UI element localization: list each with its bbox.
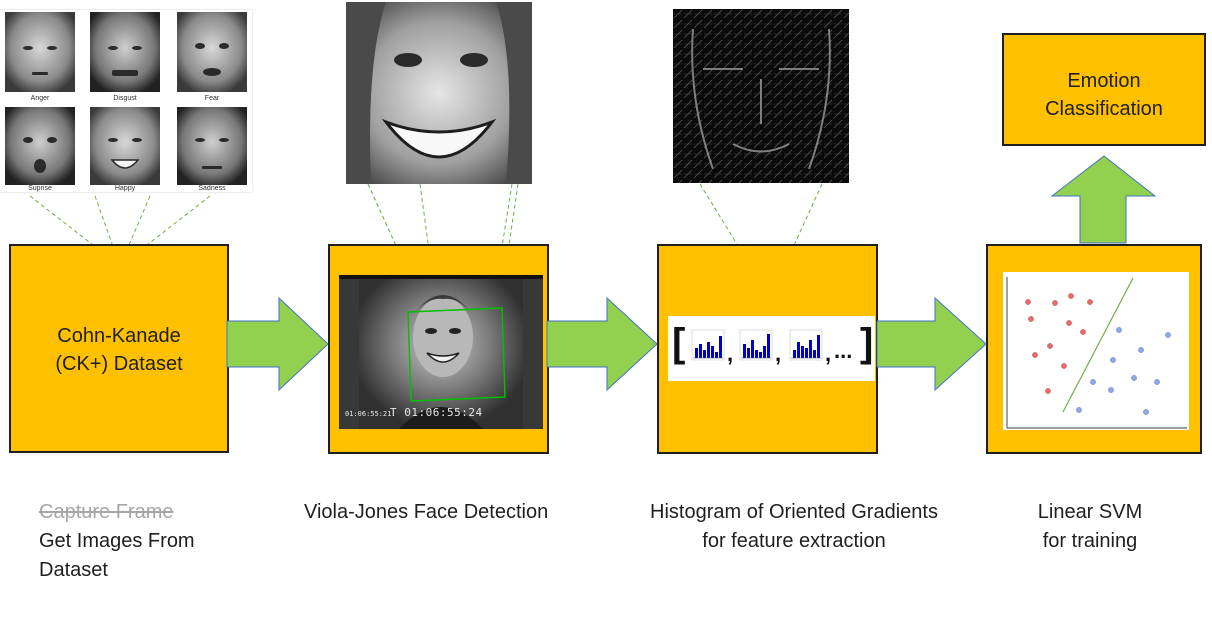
face-label-disgust: Disgust — [113, 95, 137, 102]
histogram-icon-1 — [691, 329, 725, 361]
svm-scatter-plot — [1003, 272, 1189, 430]
timestamp-main: T 01:06:55:24 — [390, 406, 483, 419]
face-sadness — [177, 107, 247, 185]
caption-step4-line1: Linear SVM — [1037, 501, 1143, 523]
vector-open-bracket: [ — [672, 321, 686, 365]
face-detection-box: 01:06:55:21 T 01:06:55:24 — [328, 244, 549, 454]
face-disgust — [90, 12, 160, 92]
emotion-classification-box: Emotion Classification — [1002, 33, 1206, 146]
arrow-detection-to-hog — [546, 296, 658, 392]
face-label-anger: Anger — [30, 95, 50, 102]
face-closeup-image — [346, 2, 532, 184]
emotion-box-title-line2: Classification — [1045, 98, 1163, 120]
face-label-sadness: Sadness — [198, 185, 226, 192]
face-thumbnails — [5, 12, 247, 185]
caption-step1-line2: Get Images From — [39, 530, 195, 552]
face-anger — [5, 12, 75, 92]
caption-capture-frame: Capture Frame — [39, 501, 174, 523]
svm-decision-boundary — [1062, 277, 1134, 413]
dataset-box-title-line2: (CK+) Dataset — [55, 353, 183, 375]
caption-step2: Viola-Jones Face Detection — [304, 501, 549, 523]
face-happy — [90, 107, 160, 185]
face-label-happy: Happy — [114, 185, 136, 192]
face-label-fear: Fear — [204, 95, 220, 102]
face-fear — [177, 12, 247, 92]
face-label-surprise: Suprise — [28, 185, 52, 192]
vector-sep-1: , — [727, 341, 734, 366]
vector-sep-3: , — [825, 341, 832, 366]
caption-step4-line2: for training — [1042, 530, 1138, 552]
dataset-box-title-line1: Cohn-Kanade — [57, 325, 181, 347]
vector-sep-2: , — [775, 341, 782, 366]
hog-visualization-image — [673, 9, 849, 183]
hog-feature-vector: [ , , , ... ] — [668, 316, 875, 381]
vector-ellipsis: ... — [834, 338, 853, 363]
histogram-icon-2 — [739, 329, 773, 361]
caption-step3-line1: Histogram of Oriented Gradients — [650, 501, 938, 523]
hog-box: [ , , , ... ] — [657, 244, 878, 454]
vector-close-bracket: ] — [860, 321, 874, 365]
arrow-svm-to-emotion — [1050, 155, 1157, 244]
caption-step3-line2: for feature extraction — [702, 530, 886, 552]
face-detection-frame — [339, 275, 543, 429]
emotion-collage: Anger Disgust Fear Suprise Happy Sadness — [0, 10, 252, 192]
histogram-icon-3 — [789, 329, 823, 361]
svm-box — [986, 244, 1202, 454]
face-detection-rectangle — [407, 307, 506, 402]
arrow-dataset-to-detection — [226, 296, 329, 392]
arrow-hog-to-svm — [876, 296, 987, 392]
dataset-box: Cohn-Kanade (CK+) Dataset — [9, 244, 229, 453]
emotion-box-title-line1: Emotion — [1067, 70, 1141, 92]
caption-step1-strike: Capture Frame — [39, 498, 174, 527]
timestamp-left: 01:06:55:21 — [345, 410, 392, 418]
face-surprise — [5, 107, 75, 185]
svm-class-a-points — [1025, 293, 1093, 394]
caption-step1-line3: Dataset — [39, 559, 108, 581]
svm-class-b-points — [1076, 327, 1171, 415]
